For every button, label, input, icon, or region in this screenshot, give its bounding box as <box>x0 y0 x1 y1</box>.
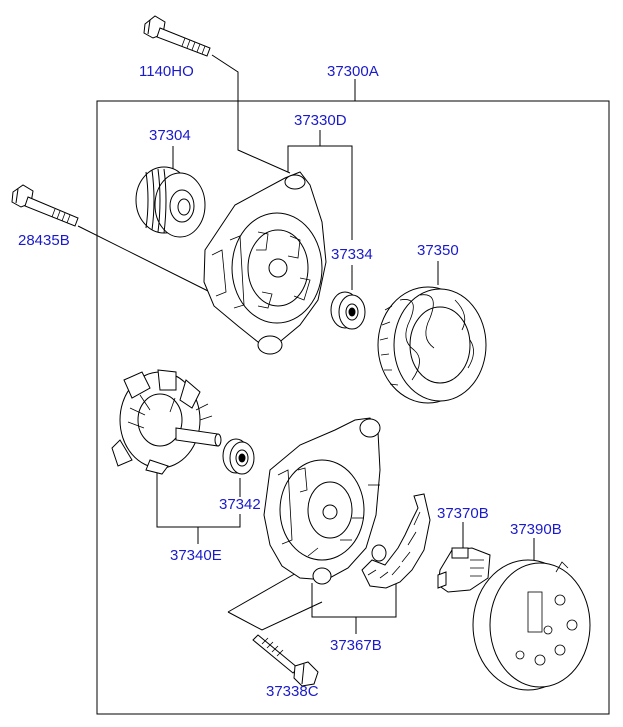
rectifier-37367b <box>361 493 431 589</box>
leader-37367b <box>311 583 397 618</box>
assembly-frame <box>96 100 610 715</box>
bolt-1140ho <box>143 15 211 57</box>
bolt-37338c <box>252 634 319 687</box>
rotor-37340e <box>111 369 222 475</box>
part-label-37334[interactable]: 37334 <box>331 246 373 263</box>
part-label-1140ho[interactable]: 1140HO <box>139 63 194 80</box>
part-label-28435b[interactable]: 28435B <box>18 232 70 249</box>
bearing-37334 <box>330 291 366 330</box>
part-label-37300a[interactable]: 37300A <box>327 63 379 80</box>
part-label-37342[interactable]: 37342 <box>219 496 261 513</box>
rear-cover-37390b <box>472 559 591 691</box>
bolt-28435b <box>11 184 79 227</box>
leader-37338c <box>227 571 299 613</box>
stator-37350 <box>377 286 487 404</box>
part-label-37390b[interactable]: 37390B <box>510 521 562 538</box>
part-label-37330d[interactable]: 37330D <box>294 112 347 129</box>
part-label-37304[interactable]: 37304 <box>149 127 191 144</box>
part-label-37370b[interactable]: 37370B <box>437 505 489 522</box>
part-label-37338c[interactable]: 37338C <box>266 683 319 700</box>
leader-37338c-b <box>227 601 323 631</box>
front-housing-37330d <box>203 171 327 355</box>
part-label-37350[interactable]: 37350 <box>417 242 459 259</box>
leader-28435b <box>77 225 211 293</box>
pulley-37304 <box>135 166 206 238</box>
part-label-37340e[interactable]: 37340E <box>170 547 222 564</box>
regulator-37370b <box>437 547 491 593</box>
leader-1140ho <box>211 54 291 174</box>
bearing-37342 <box>222 438 255 475</box>
part-label-37367b[interactable]: 37367B <box>330 637 382 654</box>
rear-housing <box>263 417 381 585</box>
